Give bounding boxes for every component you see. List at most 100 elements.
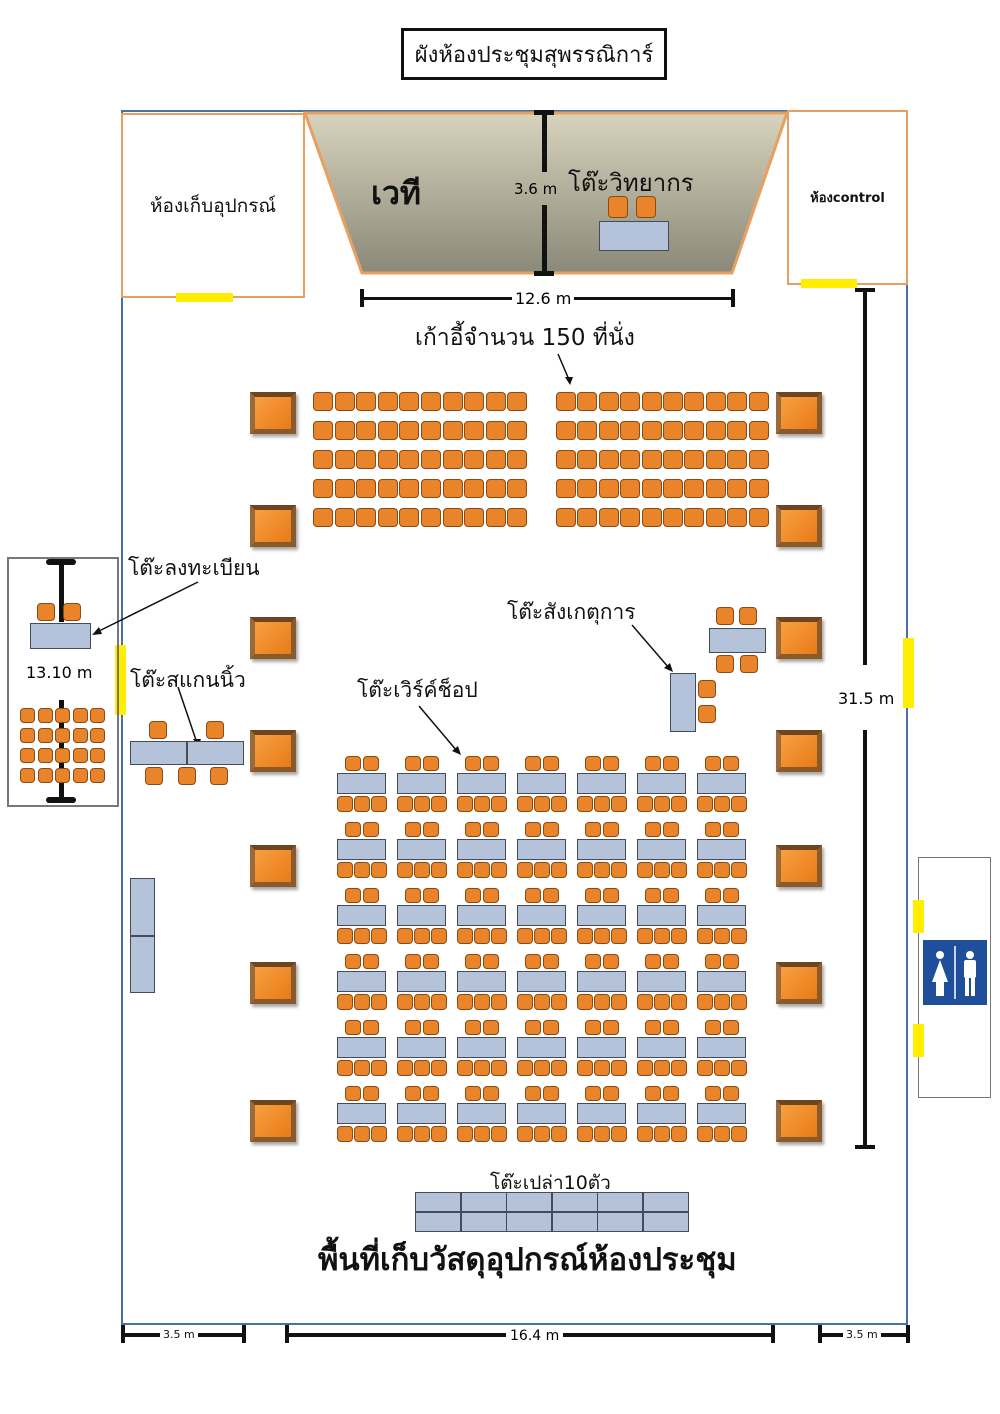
chair <box>697 1060 713 1076</box>
chair <box>543 954 559 969</box>
chair <box>354 1126 370 1142</box>
chair <box>334 392 355 411</box>
chair <box>457 1126 473 1142</box>
chair <box>698 680 716 698</box>
chair <box>577 928 593 944</box>
chair <box>723 888 739 903</box>
chair <box>334 450 355 469</box>
chair <box>345 756 361 771</box>
chair <box>483 756 499 771</box>
chair <box>464 421 485 440</box>
chair <box>594 1060 610 1076</box>
dim-cap <box>906 1325 910 1343</box>
chair <box>485 392 506 411</box>
chair <box>705 421 726 440</box>
chair <box>20 768 35 783</box>
workshop-table <box>337 773 386 794</box>
chair <box>543 1086 559 1101</box>
chair <box>442 392 463 411</box>
chair <box>663 508 683 527</box>
chair <box>90 728 105 743</box>
chair <box>345 1020 361 1035</box>
chair <box>663 392 683 411</box>
chair <box>457 1060 473 1076</box>
door <box>176 293 233 302</box>
chair <box>423 954 439 969</box>
door <box>801 279 857 288</box>
pillar <box>776 617 822 659</box>
chair <box>149 721 167 739</box>
chair <box>551 994 567 1010</box>
chair <box>577 479 598 498</box>
dim-left-label: 3.5 m <box>160 1328 198 1341</box>
registration-table <box>30 623 91 649</box>
chair <box>483 1086 499 1101</box>
chair <box>663 421 683 440</box>
chair <box>491 994 507 1010</box>
chair <box>577 508 598 527</box>
chair <box>405 888 421 903</box>
workshop-table <box>457 1037 506 1058</box>
chair <box>421 479 441 498</box>
chair <box>313 450 333 469</box>
chair <box>371 928 387 944</box>
chair <box>556 508 576 527</box>
chair <box>714 796 730 812</box>
storage-room: ห้องเก็บอุปกรณ์ <box>121 113 305 298</box>
chair <box>337 994 353 1010</box>
chair <box>474 1126 490 1142</box>
chair <box>377 392 398 411</box>
chair <box>356 479 377 498</box>
chair <box>465 1086 481 1101</box>
workshop-table <box>457 773 506 794</box>
chair <box>414 1060 430 1076</box>
chair <box>620 508 641 527</box>
pillar <box>776 1100 822 1142</box>
chair <box>90 748 105 763</box>
chair <box>534 1126 550 1142</box>
chair <box>748 450 769 469</box>
chair <box>457 928 473 944</box>
chair <box>442 508 463 527</box>
chair <box>608 196 628 218</box>
chair <box>397 1126 413 1142</box>
chair <box>731 928 747 944</box>
chair <box>399 450 420 469</box>
chair <box>474 928 490 944</box>
chair <box>723 954 739 969</box>
chair <box>517 994 533 1010</box>
dim-middle-label: 16.4 m <box>506 1328 564 1344</box>
chair <box>594 994 610 1010</box>
chair <box>698 705 716 723</box>
workshop-table <box>337 1037 386 1058</box>
observer-label: โต๊ะสังเกตุการ <box>507 600 636 624</box>
chair <box>594 862 610 878</box>
chair <box>354 1060 370 1076</box>
stage-label: เวที <box>371 174 421 212</box>
chair <box>671 1060 687 1076</box>
chair <box>474 862 490 878</box>
chair <box>431 994 447 1010</box>
dim-cap <box>242 1325 246 1343</box>
chair <box>313 421 333 440</box>
empty-table <box>551 1212 598 1232</box>
chair <box>363 822 379 837</box>
chair <box>684 450 705 469</box>
workshop-table <box>637 1037 686 1058</box>
chair <box>723 822 739 837</box>
chair <box>525 756 541 771</box>
chair <box>37 603 55 621</box>
chair <box>507 508 528 527</box>
dim-cap <box>818 1325 822 1343</box>
chair <box>442 421 463 440</box>
arrow <box>418 705 461 755</box>
workshop-table <box>577 1037 626 1058</box>
dim-cap <box>534 271 554 276</box>
chair <box>637 1060 653 1076</box>
chair <box>337 1126 353 1142</box>
chair <box>371 1126 387 1142</box>
workshop-table <box>397 839 446 860</box>
chair <box>363 954 379 969</box>
chair <box>474 994 490 1010</box>
chair <box>525 822 541 837</box>
